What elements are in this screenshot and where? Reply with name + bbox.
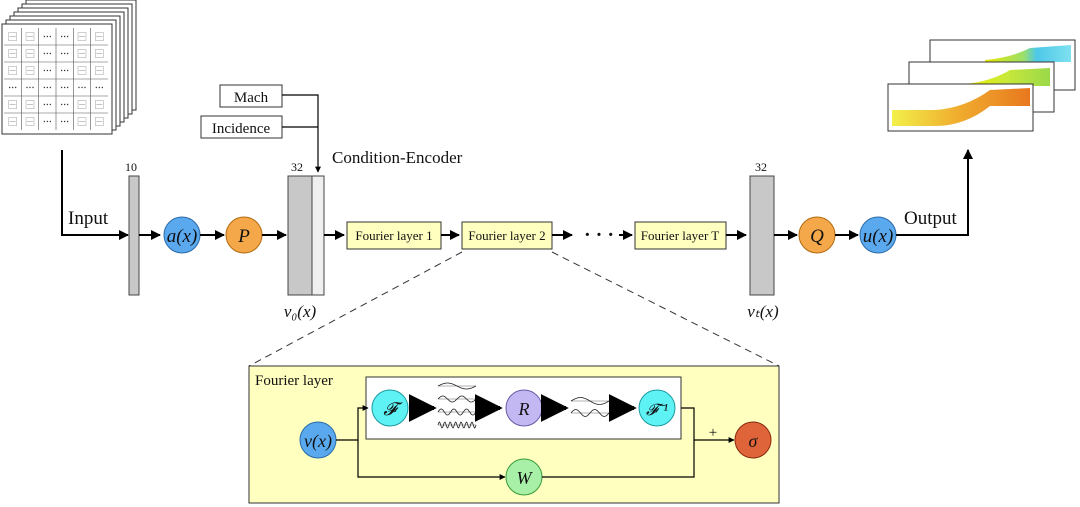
- node-inverse-fourier-label: 𝓕⁻¹: [646, 402, 668, 419]
- node-q-label: Q: [810, 226, 824, 247]
- mach-arrow: [282, 94, 321, 173]
- dim-vt-label: 32: [755, 160, 767, 174]
- dim-v0-label: 32: [291, 160, 303, 174]
- condition-bar: [311, 175, 325, 296]
- mach-label: Mach: [234, 90, 269, 106]
- output-arrow: [896, 149, 973, 236]
- filtered-modes-icon: [570, 397, 610, 417]
- node-sigma-label: σ: [749, 431, 759, 451]
- vt-label: vₜ(x): [747, 302, 779, 321]
- node-w-label: W: [517, 468, 534, 488]
- output-field-stack: [887, 39, 1076, 132]
- node-sigma: [734, 421, 772, 459]
- matrix-grid: [4, 28, 108, 130]
- condition-encoder-label: Condition-Encoder: [332, 148, 463, 167]
- node-u-label: u(x): [863, 226, 894, 247]
- output-label: Output: [904, 208, 958, 229]
- node-fourier: [371, 389, 409, 427]
- incidence-label: Incidence: [212, 121, 271, 137]
- v0-bar: [287, 175, 313, 296]
- dim-in-label: 10: [125, 160, 137, 174]
- node-v-label: v(x): [304, 431, 332, 452]
- fourier-layer-t-label: Fourier layer T: [641, 228, 720, 243]
- node-r-label: R: [518, 399, 530, 419]
- frequency-modes-icon: [437, 382, 477, 429]
- input-lift-bar: [128, 175, 140, 296]
- node-a-label: a(x): [167, 226, 198, 247]
- fourier-layer-detail-title: Fourier layer: [255, 373, 333, 389]
- node-p-label: P: [237, 226, 250, 247]
- vt-bar: [749, 175, 775, 296]
- v0-label: v₀(x): [284, 302, 317, 321]
- fourier-layer-1-label: Fourier layer 1: [355, 228, 432, 243]
- input-matrix-stack: [1, 0, 137, 135]
- fourier-layer-2: [461, 221, 553, 250]
- mach-box: [219, 84, 283, 108]
- sum-label: +: [709, 425, 717, 441]
- fourier-layer-2-label: Fourier layer 2: [468, 228, 545, 243]
- node-inverse-fourier: [638, 389, 676, 427]
- fourier-layer-t: [634, 221, 727, 250]
- ellipsis: · · ·: [584, 224, 614, 246]
- input-arrow: [61, 150, 129, 240]
- input-label: Input: [68, 208, 109, 229]
